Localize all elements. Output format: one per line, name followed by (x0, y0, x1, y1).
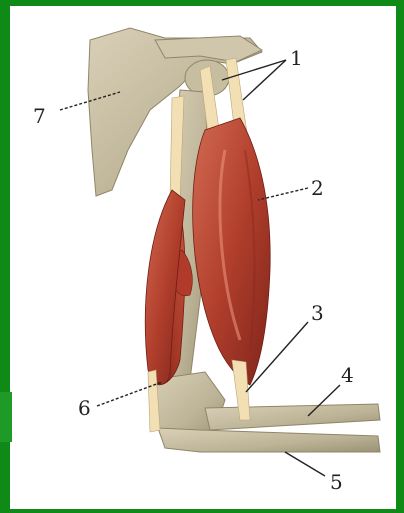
radius-bone (205, 404, 380, 430)
label-7: 7 (33, 106, 46, 126)
biceps-brachii-muscle (193, 118, 271, 385)
label-1: 1 (290, 48, 303, 68)
leader-line-5 (285, 452, 325, 476)
label-4: 4 (341, 365, 354, 385)
ulna-bone (158, 428, 380, 452)
label-6: 6 (78, 398, 91, 418)
label-3: 3 (311, 303, 324, 323)
label-2: 2 (311, 178, 324, 198)
label-5: 5 (330, 472, 343, 492)
